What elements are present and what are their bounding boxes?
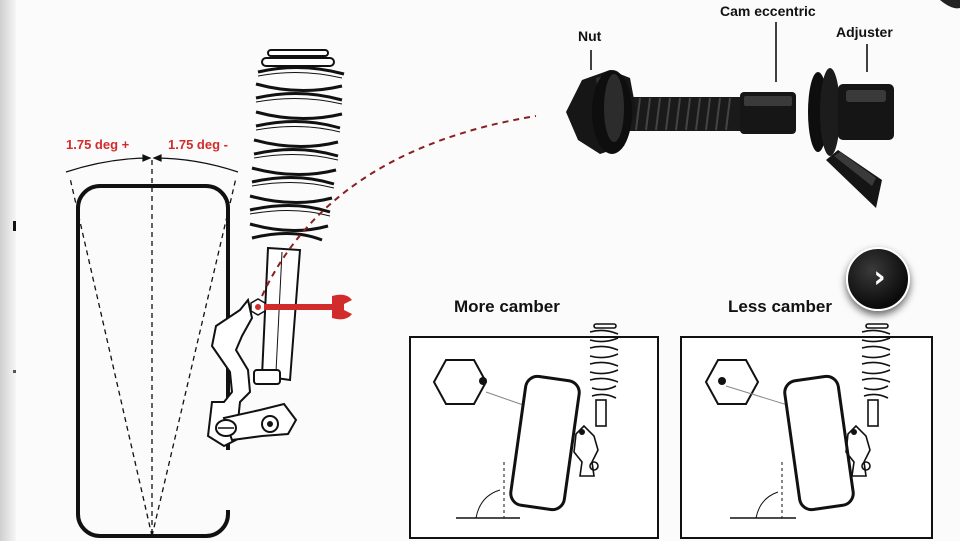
bolt-callout-lines (590, 22, 868, 82)
nut-label: Nut (578, 28, 602, 44)
wrench-icon (264, 294, 352, 320)
cam-eccentric-label: Cam eccentric (720, 3, 816, 19)
next-button[interactable]: › (846, 247, 910, 311)
chevron-right-icon: › (873, 260, 886, 295)
callout-curve (261, 115, 537, 297)
panel-less-camber (680, 323, 933, 539)
tire (76, 184, 230, 538)
angle-negative-label: 1.75 deg - (168, 137, 228, 152)
more-camber-title: More camber (454, 297, 560, 316)
panel-more-camber (409, 323, 659, 539)
camber-reference-lines (69, 160, 237, 537)
angle-arcs (65, 154, 239, 173)
left-edge-shadow (0, 0, 16, 541)
left-edge-mark-2 (13, 370, 16, 373)
adjuster-label: Adjuster (836, 24, 893, 40)
less-camber-title: Less camber (728, 297, 832, 316)
angle-positive-label: 1.75 deg + (66, 137, 130, 152)
left-edge-mark (13, 221, 16, 231)
cam-bolt (566, 68, 894, 208)
corner-fragment (940, 0, 960, 9)
strut-assembly (206, 49, 345, 448)
